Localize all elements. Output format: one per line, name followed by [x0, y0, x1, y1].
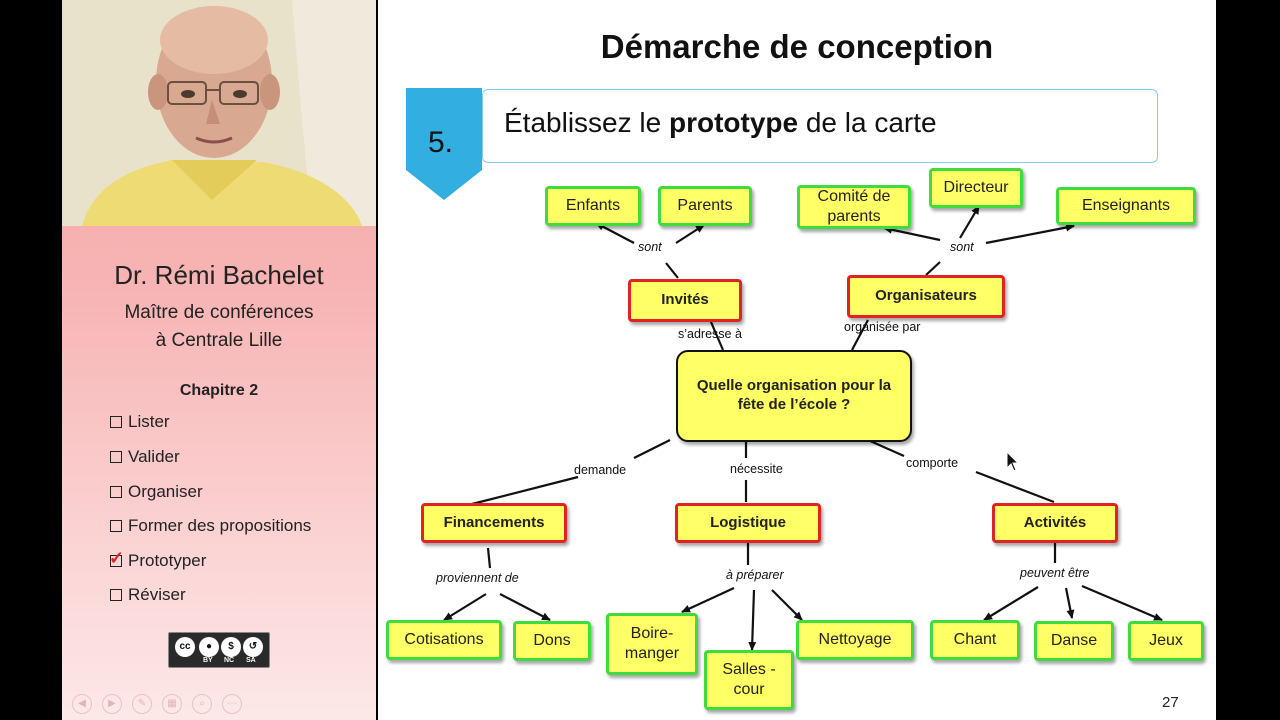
step-text-prefix: Établissez le	[504, 107, 669, 138]
page-number: 27	[1162, 694, 1179, 711]
link-label-necessite: nécessite	[730, 462, 783, 476]
step-text-bold: prototype	[668, 107, 799, 138]
license-nc: NC	[224, 657, 235, 664]
node-comite[interactable]: Comité de parents	[797, 185, 911, 229]
lecturer-name: Dr. Rémi Bachelet	[114, 260, 324, 290]
link-label-demande: demande	[574, 463, 627, 477]
slides-grid-icon[interactable]: ▦	[162, 694, 182, 714]
node-boire-manger[interactable]: Boire-manger	[606, 613, 698, 675]
chapter-item-label: Lister	[128, 412, 170, 431]
license-by: BY	[203, 657, 213, 664]
node-enfants[interactable]: Enfants	[545, 186, 641, 226]
chapter-title: Chapitre 2	[179, 382, 259, 399]
link-label-sont-2: sont	[950, 240, 974, 254]
step-text: Établissez le prototype de la carte	[504, 107, 937, 139]
link-label-comporte: comporte	[906, 456, 959, 470]
lecturer-portrait	[62, 0, 376, 226]
lecturer-role-line2: à Centrale Lille	[155, 330, 283, 351]
link-label-proviennent: proviennent de	[436, 571, 519, 585]
slide: Démarche de conception 5. Établissez le …	[378, 0, 1216, 720]
checkmark-icon: ✓	[109, 548, 125, 568]
node-salles-cour[interactable]: Salles - cour	[704, 650, 794, 710]
lecturer-panel: Dr. Rémi Bachelet Maître de conférences …	[62, 0, 376, 720]
chapter-item-label: Organiser	[128, 482, 203, 501]
node-logistique[interactable]: Logistique	[675, 503, 821, 543]
next-slide-icon[interactable]: ▶	[102, 694, 122, 714]
lecturer-role-line1: Maître de conférences	[124, 302, 314, 323]
node-center-question[interactable]: Quelle organisation pour la fête de l’éc…	[676, 350, 912, 442]
cc-icon: cc	[175, 637, 195, 657]
node-financements[interactable]: Financements	[421, 503, 567, 543]
step-text-suffix: de la carte	[798, 107, 937, 138]
sa-icon: ↺	[243, 637, 263, 657]
link-label-sont-1: sont	[638, 240, 662, 254]
pen-icon[interactable]: ✎	[132, 694, 152, 714]
node-jeux[interactable]: Jeux	[1128, 621, 1204, 661]
checkbox-icon	[110, 589, 122, 601]
chapter-item-organiser[interactable]: Organiser	[110, 482, 203, 502]
chapter-item-label: Valider	[128, 447, 180, 466]
node-invites[interactable]: Invités	[628, 279, 742, 322]
node-parents[interactable]: Parents	[658, 186, 752, 226]
previous-slide-icon[interactable]: ◀	[72, 694, 92, 714]
chapter-item-reviser[interactable]: Réviser	[110, 585, 186, 605]
step-banner	[482, 89, 1158, 163]
nc-icon: $	[221, 637, 241, 657]
step-chevron-icon	[406, 88, 482, 200]
zoom-icon[interactable]: ⌕	[192, 694, 212, 714]
node-dons[interactable]: Dons	[513, 621, 591, 661]
more-options-icon[interactable]: ⋯	[222, 694, 242, 714]
cc-license-badge: cc ● $ ↺ BY NC SA	[168, 632, 270, 668]
chapter-item-valider[interactable]: Valider	[110, 447, 180, 467]
link-label-preparer: à préparer	[726, 568, 784, 582]
by-icon: ●	[199, 637, 219, 657]
lecturer-video	[62, 0, 376, 226]
chapter-item-former[interactable]: Former des propositions	[110, 516, 311, 536]
license-sa: SA	[246, 657, 256, 664]
chapter-item-label: Réviser	[128, 585, 186, 604]
node-cotisations[interactable]: Cotisations	[386, 620, 502, 660]
checkbox-icon	[110, 520, 122, 532]
link-label-peuvent: peuvent être	[1020, 566, 1090, 580]
step-number: 5.	[428, 126, 454, 159]
chapter-item-prototyper[interactable]: ✓ Prototyper	[109, 548, 207, 571]
slide-title: Démarche de conception	[600, 28, 994, 65]
node-activites[interactable]: Activités	[992, 503, 1118, 543]
checkbox-icon: ✓	[109, 548, 124, 568]
node-organisateurs[interactable]: Organisateurs	[847, 275, 1005, 318]
link-label-sadresse: s’adresse à	[678, 327, 742, 341]
node-danse[interactable]: Danse	[1034, 621, 1114, 661]
node-nettoyage[interactable]: Nettoyage	[796, 620, 914, 660]
node-directeur[interactable]: Directeur	[929, 168, 1023, 208]
link-label-organisee: organisée par	[844, 320, 921, 334]
mouse-cursor-icon	[1006, 451, 1020, 472]
checkbox-icon	[110, 416, 122, 428]
node-chant[interactable]: Chant	[930, 620, 1020, 660]
node-enseignants[interactable]: Enseignants	[1056, 187, 1196, 225]
chapter-item-label: Former des propositions	[128, 516, 312, 535]
checkbox-icon	[110, 486, 122, 498]
checkbox-icon	[110, 451, 122, 463]
chapter-item-label: Prototyper	[128, 551, 207, 570]
chapter-item-lister[interactable]: Lister	[110, 412, 170, 432]
